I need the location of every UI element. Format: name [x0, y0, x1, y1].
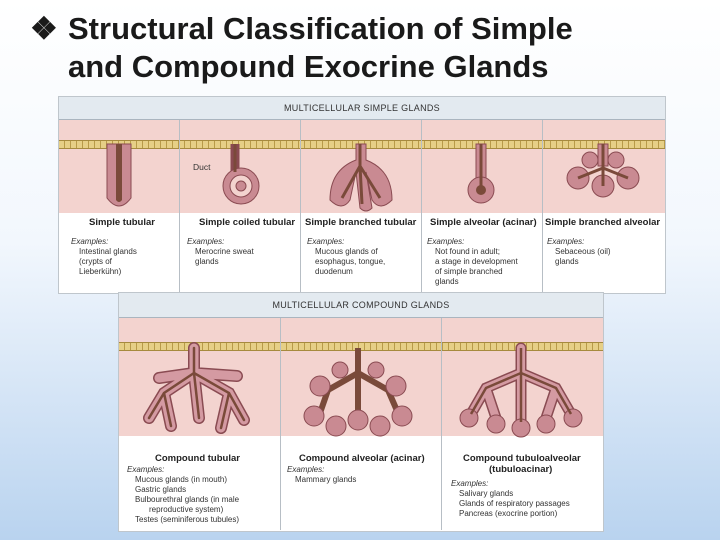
example-line: Lieberkühn) — [79, 267, 122, 276]
example-line: esophagus, tongue, — [315, 257, 386, 266]
examples-simple-alveolar: Examples: Not found in adult; a stage in… — [427, 237, 518, 287]
examples-label: Examples: — [547, 237, 585, 246]
gland-name-compound-tubuloalveolar: Compound tubuloalveolar — [463, 453, 581, 464]
examples-compound-tubuloalveolar: Examples: Salivary glands Glands of resp… — [451, 479, 570, 519]
compound-panel-header: MULTICELLULAR COMPOUND GLANDS — [119, 293, 603, 318]
example-line: (crypts of — [79, 257, 112, 266]
gland-name-simple-tubular: Simple tubular — [89, 217, 155, 228]
example-line: of simple branched — [435, 267, 503, 276]
example-line: Mucous glands of — [315, 247, 378, 256]
compound-tubular-cell — [119, 318, 281, 530]
duct-label: Duct — [193, 162, 211, 172]
examples-label: Examples: — [127, 465, 165, 474]
examples-label: Examples: — [71, 237, 109, 246]
examples-compound-alveolar: Examples: Mammary glands — [287, 465, 356, 485]
gland-name-simple-alveolar: Simple alveolar (acinar) — [430, 217, 537, 228]
examples-label: Examples: — [427, 237, 465, 246]
gland-name-compound-tubuloalveolar-sub: (tubuloacinar) — [489, 464, 553, 475]
simple-coiled-tubular-cell: Duct — [179, 120, 301, 292]
gland-name-simple-branched-tubular: Simple branched tubular — [305, 217, 417, 228]
example-line: Testes (seminiferous tubules) — [135, 515, 240, 524]
example-line: Intestinal glands — [79, 247, 137, 256]
simple-panel-header: MULTICELLULAR SIMPLE GLANDS — [59, 97, 665, 120]
example-line: Pancreas (exocrine portion) — [459, 509, 558, 518]
gland-name-simple-branched-alveolar: Simple branched alveolar — [545, 217, 661, 228]
example-line: Gastric glands — [135, 485, 187, 494]
simple-coiled-tubular-illustration — [222, 144, 260, 205]
examples-simple-tubular: Examples: Intestinal glands (crypts of L… — [71, 237, 137, 277]
simple-alveolar-illustration — [467, 143, 495, 204]
examples-simple-branched-alveolar: Examples: Sebaceous (oil) glands — [547, 237, 611, 267]
simple-alveolar-cell — [421, 120, 543, 292]
gland-name-compound-tubular: Compound tubular — [155, 453, 240, 464]
example-line: Bulbourethral glands (in male — [135, 495, 240, 504]
example-line: Not found in adult; — [435, 247, 500, 256]
example-line: Mammary glands — [295, 475, 357, 484]
simple-tubular-cell — [59, 120, 180, 292]
compound-tubuloalveolar-illustration — [459, 342, 583, 438]
compound-alveolar-illustration — [303, 348, 413, 437]
examples-label: Examples: — [187, 237, 225, 246]
simple-tubular-illustration — [106, 143, 132, 207]
gland-name-compound-alveolar: Compound alveolar (acinar) — [299, 453, 425, 464]
compound-glands-panel: MULTICELLULAR COMPOUND GLANDS — [118, 292, 604, 532]
example-line: Sebaceous (oil) — [555, 247, 611, 256]
compound-tubuloalveolar-cell — [441, 318, 603, 530]
title-line-2: and Compound Exocrine Glands — [68, 49, 549, 84]
examples-label: Examples: — [451, 479, 489, 488]
example-line: Salivary glands — [459, 489, 514, 498]
compound-tubular-illustration — [143, 342, 250, 434]
compound-alveolar-cell — [280, 318, 442, 530]
example-line: glands — [195, 257, 219, 266]
simple-branched-tubular-illustration — [329, 143, 393, 212]
example-line: a stage in development — [435, 257, 518, 266]
simple-branched-alveolar-illustration — [566, 143, 640, 198]
title-line-1: ❖ Structural Classification of Simple — [30, 10, 710, 48]
example-line: Glands of respiratory passages — [459, 499, 570, 508]
example-line: glands — [555, 257, 579, 266]
example-line: duodenum — [315, 267, 353, 276]
examples-simple-branched-tubular: Examples: Mucous glands of esophagus, to… — [307, 237, 385, 277]
gland-name-simple-coiled-tubular: Simple coiled tubular — [199, 217, 296, 228]
example-line: Mucous glands (in mouth) — [135, 475, 228, 484]
simple-branched-alveolar-cell — [542, 120, 665, 292]
slide-title: ❖ Structural Classification of Simple and… — [30, 10, 710, 86]
title-text-1: Structural Classification of Simple — [68, 11, 573, 46]
examples-simple-coiled-tubular: Examples: Merocrine sweat glands — [187, 237, 254, 267]
example-line: glands — [435, 277, 459, 286]
example-line: Merocrine sweat — [195, 247, 254, 256]
simple-branched-tubular-cell — [300, 120, 422, 292]
bullet-icon: ❖ — [30, 11, 58, 46]
examples-label: Examples: — [287, 465, 325, 474]
examples-compound-tubular: Examples: Mucous glands (in mouth) Gastr… — [127, 465, 239, 525]
example-line: reproductive system) — [149, 505, 224, 514]
examples-label: Examples: — [307, 237, 345, 246]
simple-glands-panel: MULTICELLULAR SIMPLE GLANDS Duct — [58, 96, 666, 294]
